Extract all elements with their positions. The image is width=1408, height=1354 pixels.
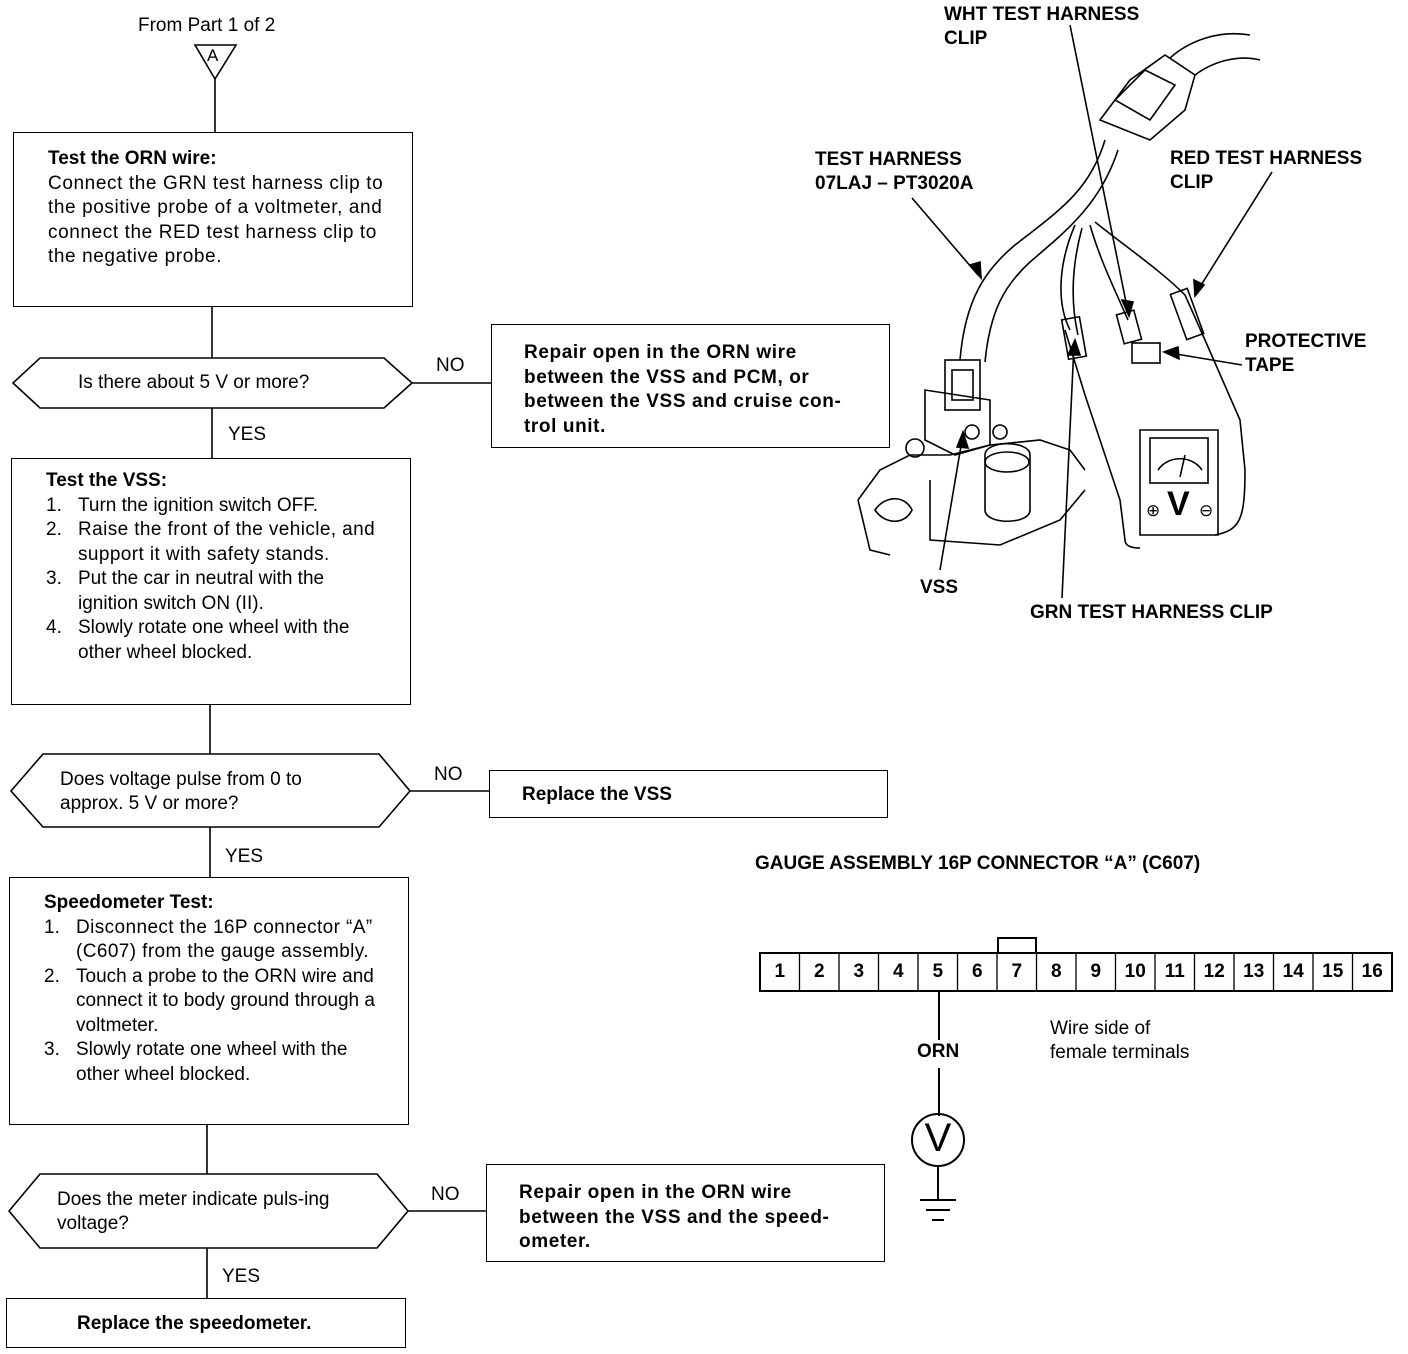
test-orn-wire-box: Test the ORN wire: Connect the GRN test … [13, 132, 413, 307]
decision3-no-label: NO [431, 1184, 460, 1205]
box3-step: 1. Disconnect the 16P connector “A” (C607… [44, 916, 376, 965]
result1-text: Repair open in the ORN wire between the … [524, 342, 842, 437]
result2-box: Replace the VSS [489, 770, 888, 818]
step-text: Slowly rotate one wheel with the other w… [78, 617, 350, 663]
connector-pin: 12 [1203, 961, 1225, 982]
connector-pin: 6 [971, 961, 983, 982]
decision2-no-label: NO [434, 764, 463, 785]
connector-pin: 2 [813, 961, 825, 982]
connector-pin: 9 [1090, 961, 1102, 982]
label-line: TEST HARNESS [815, 149, 962, 170]
box3-step: 3. Slowly rotate one wheel with the other… [44, 1038, 376, 1087]
label-line: CLIP [1170, 172, 1214, 193]
box2-step: 4. Slowly rotate one wheel with the other… [46, 616, 378, 665]
decision2-text: Does voltage pulse from 0 to approx. 5 V… [60, 769, 302, 814]
connector-pin: 7 [1011, 961, 1023, 982]
step-number: 2. [44, 965, 60, 987]
box1-body: Connect the GRN test harness clip to the… [48, 172, 384, 268]
wire-color-label: ORN [917, 1041, 960, 1062]
result1-box: Repair open in the ORN wire between the … [491, 324, 890, 448]
decision3-yes-label: YES [222, 1266, 261, 1287]
result2-text: Replace the VSS [522, 784, 672, 805]
illustration-meter-v-icon: V [1167, 485, 1190, 523]
decision1-no-label: NO [436, 355, 465, 376]
wht-clip-label: WHT TEST HARNESS CLIP [944, 3, 1139, 51]
decision2-yes-label: YES [225, 846, 264, 867]
meter-plus-icon: ⊕ [1146, 501, 1161, 520]
red-clip-label: RED TEST HARNESS CLIP [1170, 147, 1362, 195]
step-number: 3. [44, 1039, 60, 1060]
step-text: Raise the front of the vehicle, and supp… [78, 519, 376, 565]
label-line: CLIP [944, 28, 988, 49]
test-vss-box: Test the VSS: 1. Turn the ignition switch… [11, 458, 411, 705]
connector-pin: 11 [1164, 961, 1185, 982]
decision1-yes-label: YES [228, 424, 267, 445]
connector-pin: 16 [1361, 961, 1383, 982]
label-line: 07LAJ – PT3020A [815, 173, 974, 194]
result3-box: Repair open in the ORN wire between the … [486, 1164, 885, 1262]
step-number: 2. [46, 519, 62, 540]
decision3-text: Does the meter indicate puls-ing voltage… [57, 1189, 330, 1234]
connector-title: GAUGE ASSEMBLY 16P CONNECTOR “A” (C607) [755, 853, 1201, 874]
box2-steps: 1. Turn the ignition switch OFF. 2. Raise … [46, 494, 378, 666]
connector-pin: 4 [892, 961, 904, 982]
wire-side-note: Wire side of female terminals [1050, 1017, 1189, 1065]
box3-steps: 1. Disconnect the 16P connector “A” (C607… [44, 916, 376, 1088]
connector-pin: 3 [853, 961, 865, 982]
final-box: Replace the speedometer. [6, 1298, 406, 1348]
step-number: 3. [46, 568, 62, 589]
final-text: Replace the speedometer. [77, 1313, 312, 1334]
test-harness-label: TEST HARNESS 07LAJ – PT3020A [815, 148, 973, 196]
step-text: Slowly rotate one wheel with the other w… [76, 1039, 348, 1085]
step-number: 1. [44, 916, 60, 938]
step-number: 4. [46, 617, 62, 638]
connector-pin: 5 [932, 961, 944, 982]
voltmeter-v-icon: V [924, 1116, 952, 1160]
label-line: TAPE [1245, 355, 1295, 376]
label-line: RED TEST HARNESS [1170, 148, 1363, 169]
step-text: Turn the ignition switch OFF. [78, 494, 319, 516]
step-text: Put the car in neutral with the ignition… [78, 568, 325, 614]
box3-step: 2. Touch a probe to the ORN wire and conn… [44, 965, 376, 1039]
from-part-label: From Part 1 of 2 [138, 15, 276, 36]
box2-heading: Test the VSS: [46, 470, 168, 491]
step-number: 1. [46, 494, 62, 516]
step-text: Touch a probe to the ORN wire and connec… [76, 965, 375, 1036]
box3-heading: Speedometer Test: [44, 892, 214, 913]
connector-pin: 8 [1050, 961, 1062, 982]
connector-pin: 13 [1243, 961, 1265, 982]
note-line: Wire side of [1050, 1018, 1151, 1039]
harness-illustration [857, 32, 1261, 556]
note-line: female terminals [1050, 1042, 1190, 1063]
box1-heading: Test the ORN wire: [48, 148, 217, 169]
label-line: PROTECTIVE [1245, 331, 1367, 352]
speedometer-test-box: Speedometer Test: 1. Disconnect the 16P c… [9, 877, 409, 1125]
grn-clip-label: GRN TEST HARNESS CLIP [1030, 602, 1273, 623]
connector-letter: A [207, 46, 219, 65]
decision1-text: Is there about 5 V or more? [78, 372, 310, 393]
box2-step: 1. Turn the ignition switch OFF. [46, 494, 378, 519]
result3-text: Repair open in the ORN wire between the … [519, 1182, 830, 1252]
connector-pin: 1 [774, 961, 786, 982]
connector-pin: 10 [1124, 961, 1146, 982]
vss-label: VSS [920, 577, 959, 598]
connector-pin: 15 [1322, 961, 1344, 982]
offpage-connector-shape [193, 44, 238, 81]
label-line: WHT TEST HARNESS [944, 4, 1140, 25]
protective-tape-label: PROTECTIVE TAPE [1245, 330, 1366, 378]
box2-step: 3. Put the car in neutral with the igniti… [46, 567, 378, 616]
step-text: Disconnect the 16P connector “A” (C607) … [76, 916, 373, 963]
connector-pin: 14 [1282, 961, 1304, 982]
meter-minus-icon: ⊖ [1199, 501, 1214, 520]
box2-step: 2. Raise the front of the vehicle, and su… [46, 518, 378, 567]
